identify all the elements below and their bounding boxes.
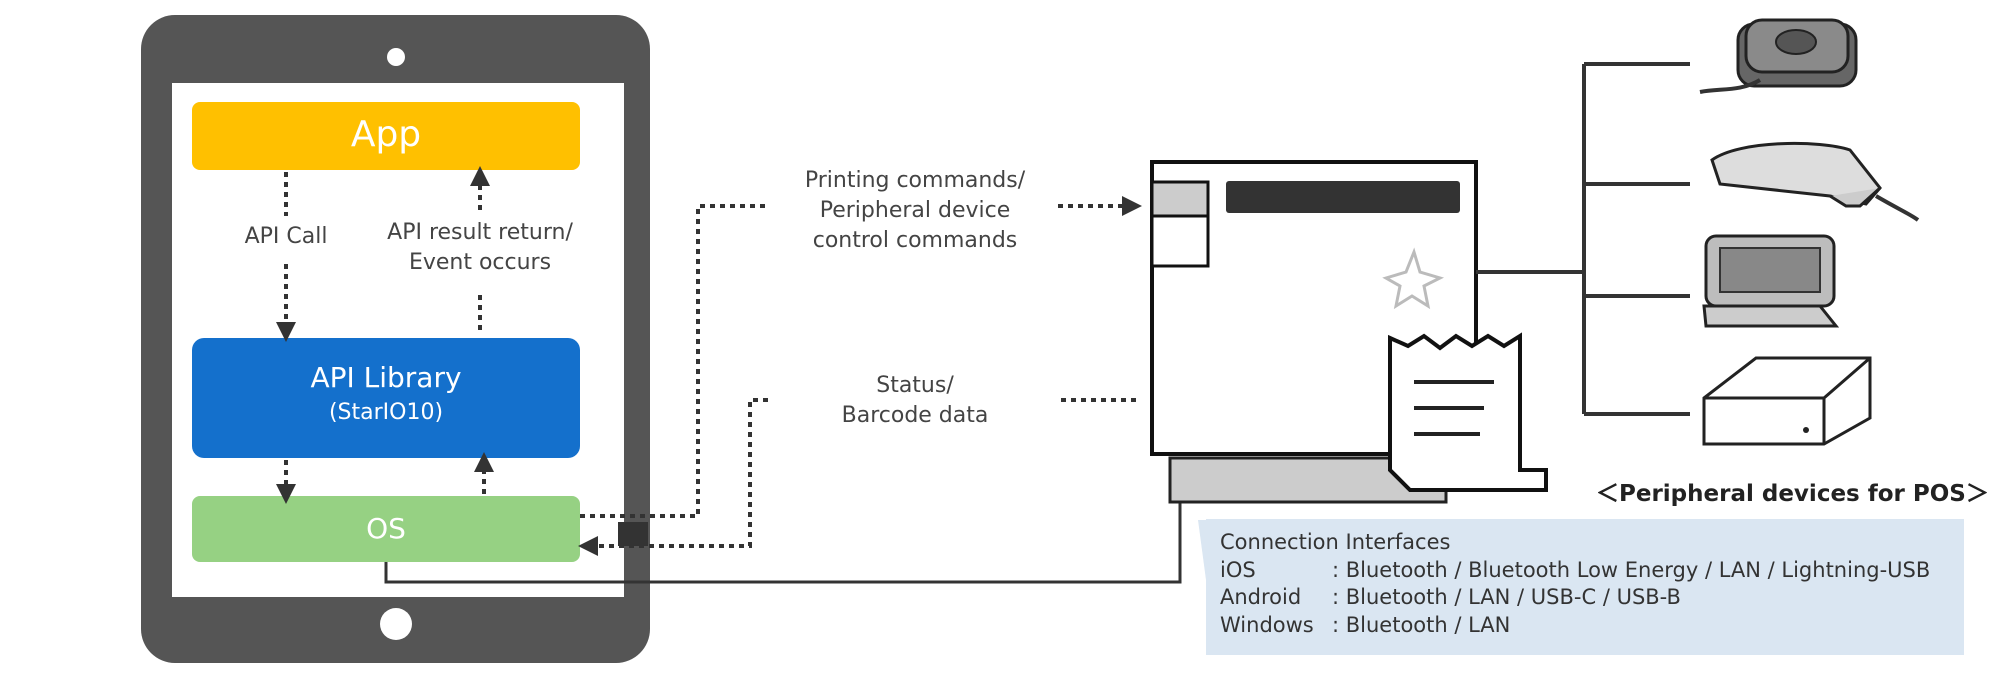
receipt-icon (1388, 332, 1548, 492)
port-connector (618, 522, 648, 546)
interface-row-android: Android : Bluetooth / LAN / USB-C / USB-B (1220, 584, 1964, 612)
printing-commands-line-2: Peripheral device (819, 198, 1011, 223)
app-label: App (350, 114, 422, 155)
cable-line (384, 500, 1182, 584)
peripheral-connections (1476, 62, 1690, 416)
interface-os: Windows (1220, 612, 1314, 637)
interface-os: Android (1220, 585, 1302, 609)
status-line-2: Barcode data (841, 403, 989, 428)
customer-display-icon (1702, 234, 1840, 328)
interface-os: iOS (1220, 557, 1256, 582)
interface-value: : Bluetooth / LAN / USB-C / USB-B (1332, 585, 1681, 609)
interface-value: : Bluetooth / LAN (1332, 612, 1511, 637)
interface-row-ios: iOS : Bluetooth / Bluetooth Low Energy / … (1220, 557, 1964, 585)
api-call-label: API Call (244, 224, 328, 249)
barcode-scanner-icon (1710, 141, 1920, 222)
api-result-label: API result return/ Event occurs (360, 218, 600, 278)
printing-commands-line-1: Printing commands/ (804, 168, 1026, 193)
interface-value: : Bluetooth / Bluetooth Low Energy / LAN… (1332, 557, 1931, 582)
tablet-camera (387, 48, 405, 66)
internal-arrows (276, 166, 494, 504)
os-label: OS (366, 512, 406, 545)
tablet-home-button (380, 608, 412, 640)
api-library-sublabel: (StarIO10) (328, 400, 444, 425)
api-library-box (192, 338, 580, 458)
status-label: Status/ Barcode data (800, 371, 1030, 431)
buzzer-icon (1699, 18, 1858, 94)
printer (1150, 160, 1548, 504)
interface-row-windows: Windows : Bluetooth / LAN (1220, 612, 1964, 640)
os-box (192, 496, 580, 562)
peripheral-caption: ＜Peripheral devices for POS＞ (1596, 481, 1989, 507)
connection-interfaces-title: Connection Interfaces (1220, 530, 1451, 554)
status-path (578, 398, 1136, 556)
status-line-1: Status/ (876, 373, 954, 398)
api-result-line-2: Event occurs (408, 250, 552, 275)
connection-interfaces-box: Connection Interfaces iOS : Bluetooth / B… (1206, 519, 1964, 655)
app-box (192, 102, 580, 170)
printing-commands-line-3: control commands (812, 228, 1018, 253)
api-result-line-1: API result return/ (387, 220, 573, 245)
star-logo-icon (1382, 247, 1445, 310)
cash-drawer-icon (1702, 356, 1872, 446)
api-library-label: API Library (310, 361, 462, 394)
printing-commands-path (580, 196, 1142, 518)
printing-commands-label: Printing commands/ Peripheral device con… (770, 166, 1060, 256)
